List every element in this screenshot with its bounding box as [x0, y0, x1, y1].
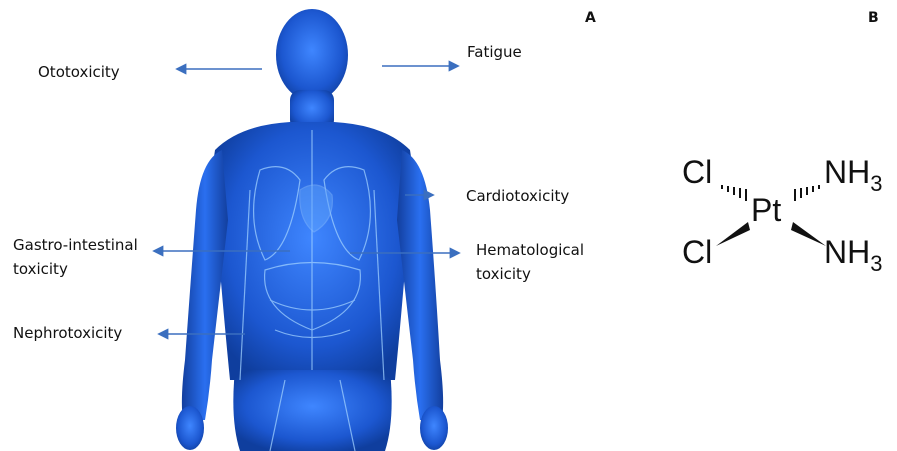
hashed-bond-nh3-upper — [795, 185, 819, 201]
nh3-upper-text: NH — [824, 154, 870, 190]
nh3-lower-text: NH — [824, 234, 870, 270]
atom-cl-lower: Cl — [682, 234, 712, 270]
atom-pt: Pt — [751, 192, 781, 228]
wedge-bond-nh3-lower — [791, 222, 826, 246]
nh3-upper-subscript: 3 — [870, 171, 882, 196]
nh3-lower-subscript: 3 — [870, 251, 882, 276]
atom-cl-upper: Cl — [682, 154, 712, 190]
atom-nh3-lower: NH3 — [824, 234, 882, 276]
wedge-bond-cl-lower — [716, 222, 750, 246]
hashed-bond-cl-upper — [722, 185, 746, 201]
atom-nh3-upper: NH3 — [824, 154, 882, 196]
